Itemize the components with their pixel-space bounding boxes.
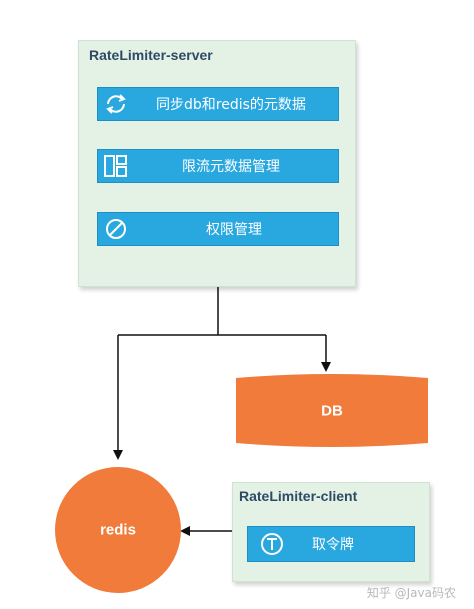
token-icon [261,533,283,555]
permission-label: 权限管理 [206,222,262,238]
client-panel-title: RateLimiter-client [239,488,358,504]
permission-item[interactable]: 权限管理 [97,212,339,246]
server-panel: RateLimiter-server 同步db和redis的元数据 限流元数据管… [78,40,356,287]
db-cylinder [236,374,428,447]
server-panel-title: RateLimiter-server [89,47,213,63]
forbidden-icon [106,219,126,239]
take-token-label: 取令牌 [312,537,354,553]
redis-label: redis [100,521,136,539]
watermark: 知乎 @Java码农 [366,586,456,600]
ratelimit-metadata-item[interactable]: 限流元数据管理 [97,149,339,183]
take-token-item[interactable]: 取令牌 [247,526,415,562]
sync-metadata-item[interactable]: 同步db和redis的元数据 [97,87,339,121]
sync-icon [106,94,126,114]
redis-circle [55,467,181,593]
db-label: DB [321,402,343,420]
sync-metadata-label: 同步db和redis的元数据 [156,97,306,113]
dashboard-icon [104,155,127,177]
client-panel: RateLimiter-client 取令牌 [232,482,430,582]
ratelimit-metadata-label: 限流元数据管理 [182,159,280,175]
